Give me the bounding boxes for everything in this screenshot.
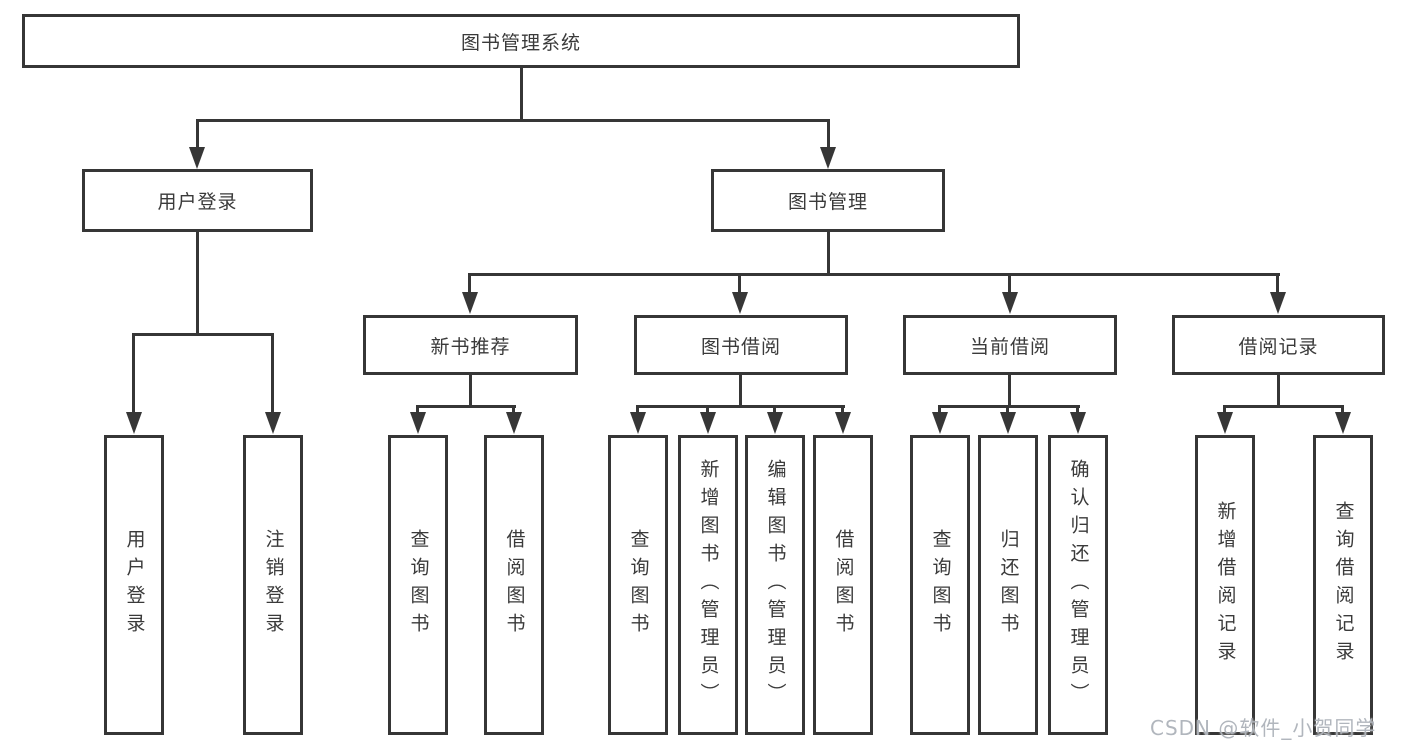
node-label: 编辑图书（管理员） — [764, 459, 787, 711]
node-label: 用户登录 — [123, 529, 146, 641]
node-user-login: 用户登录 — [82, 169, 313, 232]
node-label: 查询图书 — [627, 529, 650, 641]
connector-line — [827, 119, 830, 150]
node-label: 图书借阅 — [700, 335, 781, 358]
node-label: 当前借阅 — [969, 335, 1050, 358]
connector-line — [636, 405, 845, 408]
connector-line — [132, 333, 135, 415]
node-book-management: 图书管理 — [711, 169, 945, 232]
arrowhead-down-icon — [1070, 412, 1086, 434]
node-label: 查询图书 — [929, 529, 952, 641]
arrowhead-down-icon — [126, 412, 142, 434]
connector-line — [1223, 405, 1226, 415]
node-label: 注销登录 — [262, 529, 285, 641]
node-leaf-query-books-recommend: 查询图书 — [388, 435, 448, 735]
node-label: 查询借阅记录 — [1332, 501, 1355, 669]
arrowhead-down-icon — [767, 412, 783, 434]
connector-line — [841, 405, 844, 415]
connector-line — [773, 405, 776, 415]
node-label: 新增借阅记录 — [1214, 501, 1237, 669]
connector-line — [416, 405, 516, 408]
arrowhead-down-icon — [820, 147, 836, 169]
arrowhead-down-icon — [630, 412, 646, 434]
arrowhead-down-icon — [732, 292, 748, 314]
connector-line — [196, 232, 199, 336]
node-new-book-recommend: 新书推荐 — [363, 315, 578, 375]
connector-line — [636, 405, 639, 415]
connector-line — [1277, 375, 1280, 408]
connector-line — [468, 273, 1280, 276]
connector-line — [468, 273, 471, 295]
node-label: 借阅记录 — [1238, 335, 1319, 358]
node-label: 用户登录 — [157, 191, 238, 213]
node-leaf-add-book-admin: 新增图书（管理员） — [678, 435, 738, 735]
arrowhead-down-icon — [189, 147, 205, 169]
connector-line — [738, 273, 741, 295]
arrowhead-down-icon — [265, 412, 281, 434]
connector-line — [520, 68, 523, 121]
node-label: 图书管理 — [787, 191, 868, 213]
node-leaf-borrow-books-recommend: 借阅图书 — [484, 435, 544, 735]
connector-line — [1276, 273, 1279, 295]
node-leaf-user-login: 用户登录 — [104, 435, 164, 735]
node-leaf-borrow-books: 借阅图书 — [813, 435, 873, 735]
node-current-borrowing: 当前借阅 — [903, 315, 1117, 375]
node-borrowing-records: 借阅记录 — [1172, 315, 1385, 375]
arrowhead-down-icon — [1270, 292, 1286, 314]
arrowhead-down-icon — [1335, 412, 1351, 434]
connector-line — [196, 119, 199, 150]
arrowhead-down-icon — [932, 412, 948, 434]
node-library-management-system: 图书管理系统 — [22, 14, 1020, 68]
node-leaf-logout: 注销登录 — [243, 435, 303, 735]
arrowhead-down-icon — [462, 292, 478, 314]
arrowhead-down-icon — [410, 412, 426, 434]
connector-line — [739, 375, 742, 408]
node-leaf-query-books-current: 查询图书 — [910, 435, 970, 735]
node-leaf-add-borrow-record: 新增借阅记录 — [1195, 435, 1255, 735]
connector-line — [1008, 273, 1011, 295]
arrowhead-down-icon — [506, 412, 522, 434]
connector-line — [938, 405, 1080, 408]
node-label: 新增图书（管理员） — [697, 459, 720, 711]
node-book-borrowing: 图书借阅 — [634, 315, 848, 375]
arrowhead-down-icon — [1217, 412, 1233, 434]
node-label: 确认归还（管理员） — [1067, 459, 1090, 711]
watermark: CSDN @软件_小贺同学 — [1150, 716, 1377, 740]
node-label: 借阅图书 — [503, 529, 526, 641]
node-leaf-query-borrow-record: 查询借阅记录 — [1313, 435, 1373, 735]
node-label: 归还图书 — [997, 529, 1020, 641]
node-label: 借阅图书 — [832, 529, 855, 641]
node-leaf-return-books: 归还图书 — [978, 435, 1038, 735]
arrowhead-down-icon — [1002, 292, 1018, 314]
connector-line — [416, 405, 419, 415]
connector-line — [196, 119, 830, 122]
arrowhead-down-icon — [700, 412, 716, 434]
connector-line — [827, 232, 830, 276]
connector-line — [938, 405, 941, 415]
arrowhead-down-icon — [835, 412, 851, 434]
connector-line — [1223, 405, 1344, 408]
connector-line — [512, 405, 515, 415]
node-label: 新书推荐 — [430, 335, 511, 358]
connector-line — [1076, 405, 1079, 415]
arrowhead-down-icon — [1000, 412, 1016, 434]
node-label: 查询图书 — [407, 529, 430, 641]
node-leaf-confirm-return-admin: 确认归还（管理员） — [1048, 435, 1108, 735]
connector-line — [271, 333, 274, 415]
connector-line — [1008, 375, 1011, 408]
node-label: 图书管理系统 — [460, 31, 581, 54]
connector-line — [706, 405, 709, 415]
connector-line — [1006, 405, 1009, 415]
connector-line — [132, 333, 274, 336]
connector-line — [1341, 405, 1344, 415]
connector-line — [469, 375, 472, 408]
node-leaf-edit-book-admin: 编辑图书（管理员） — [745, 435, 805, 735]
node-leaf-query-books-borrowing: 查询图书 — [608, 435, 668, 735]
